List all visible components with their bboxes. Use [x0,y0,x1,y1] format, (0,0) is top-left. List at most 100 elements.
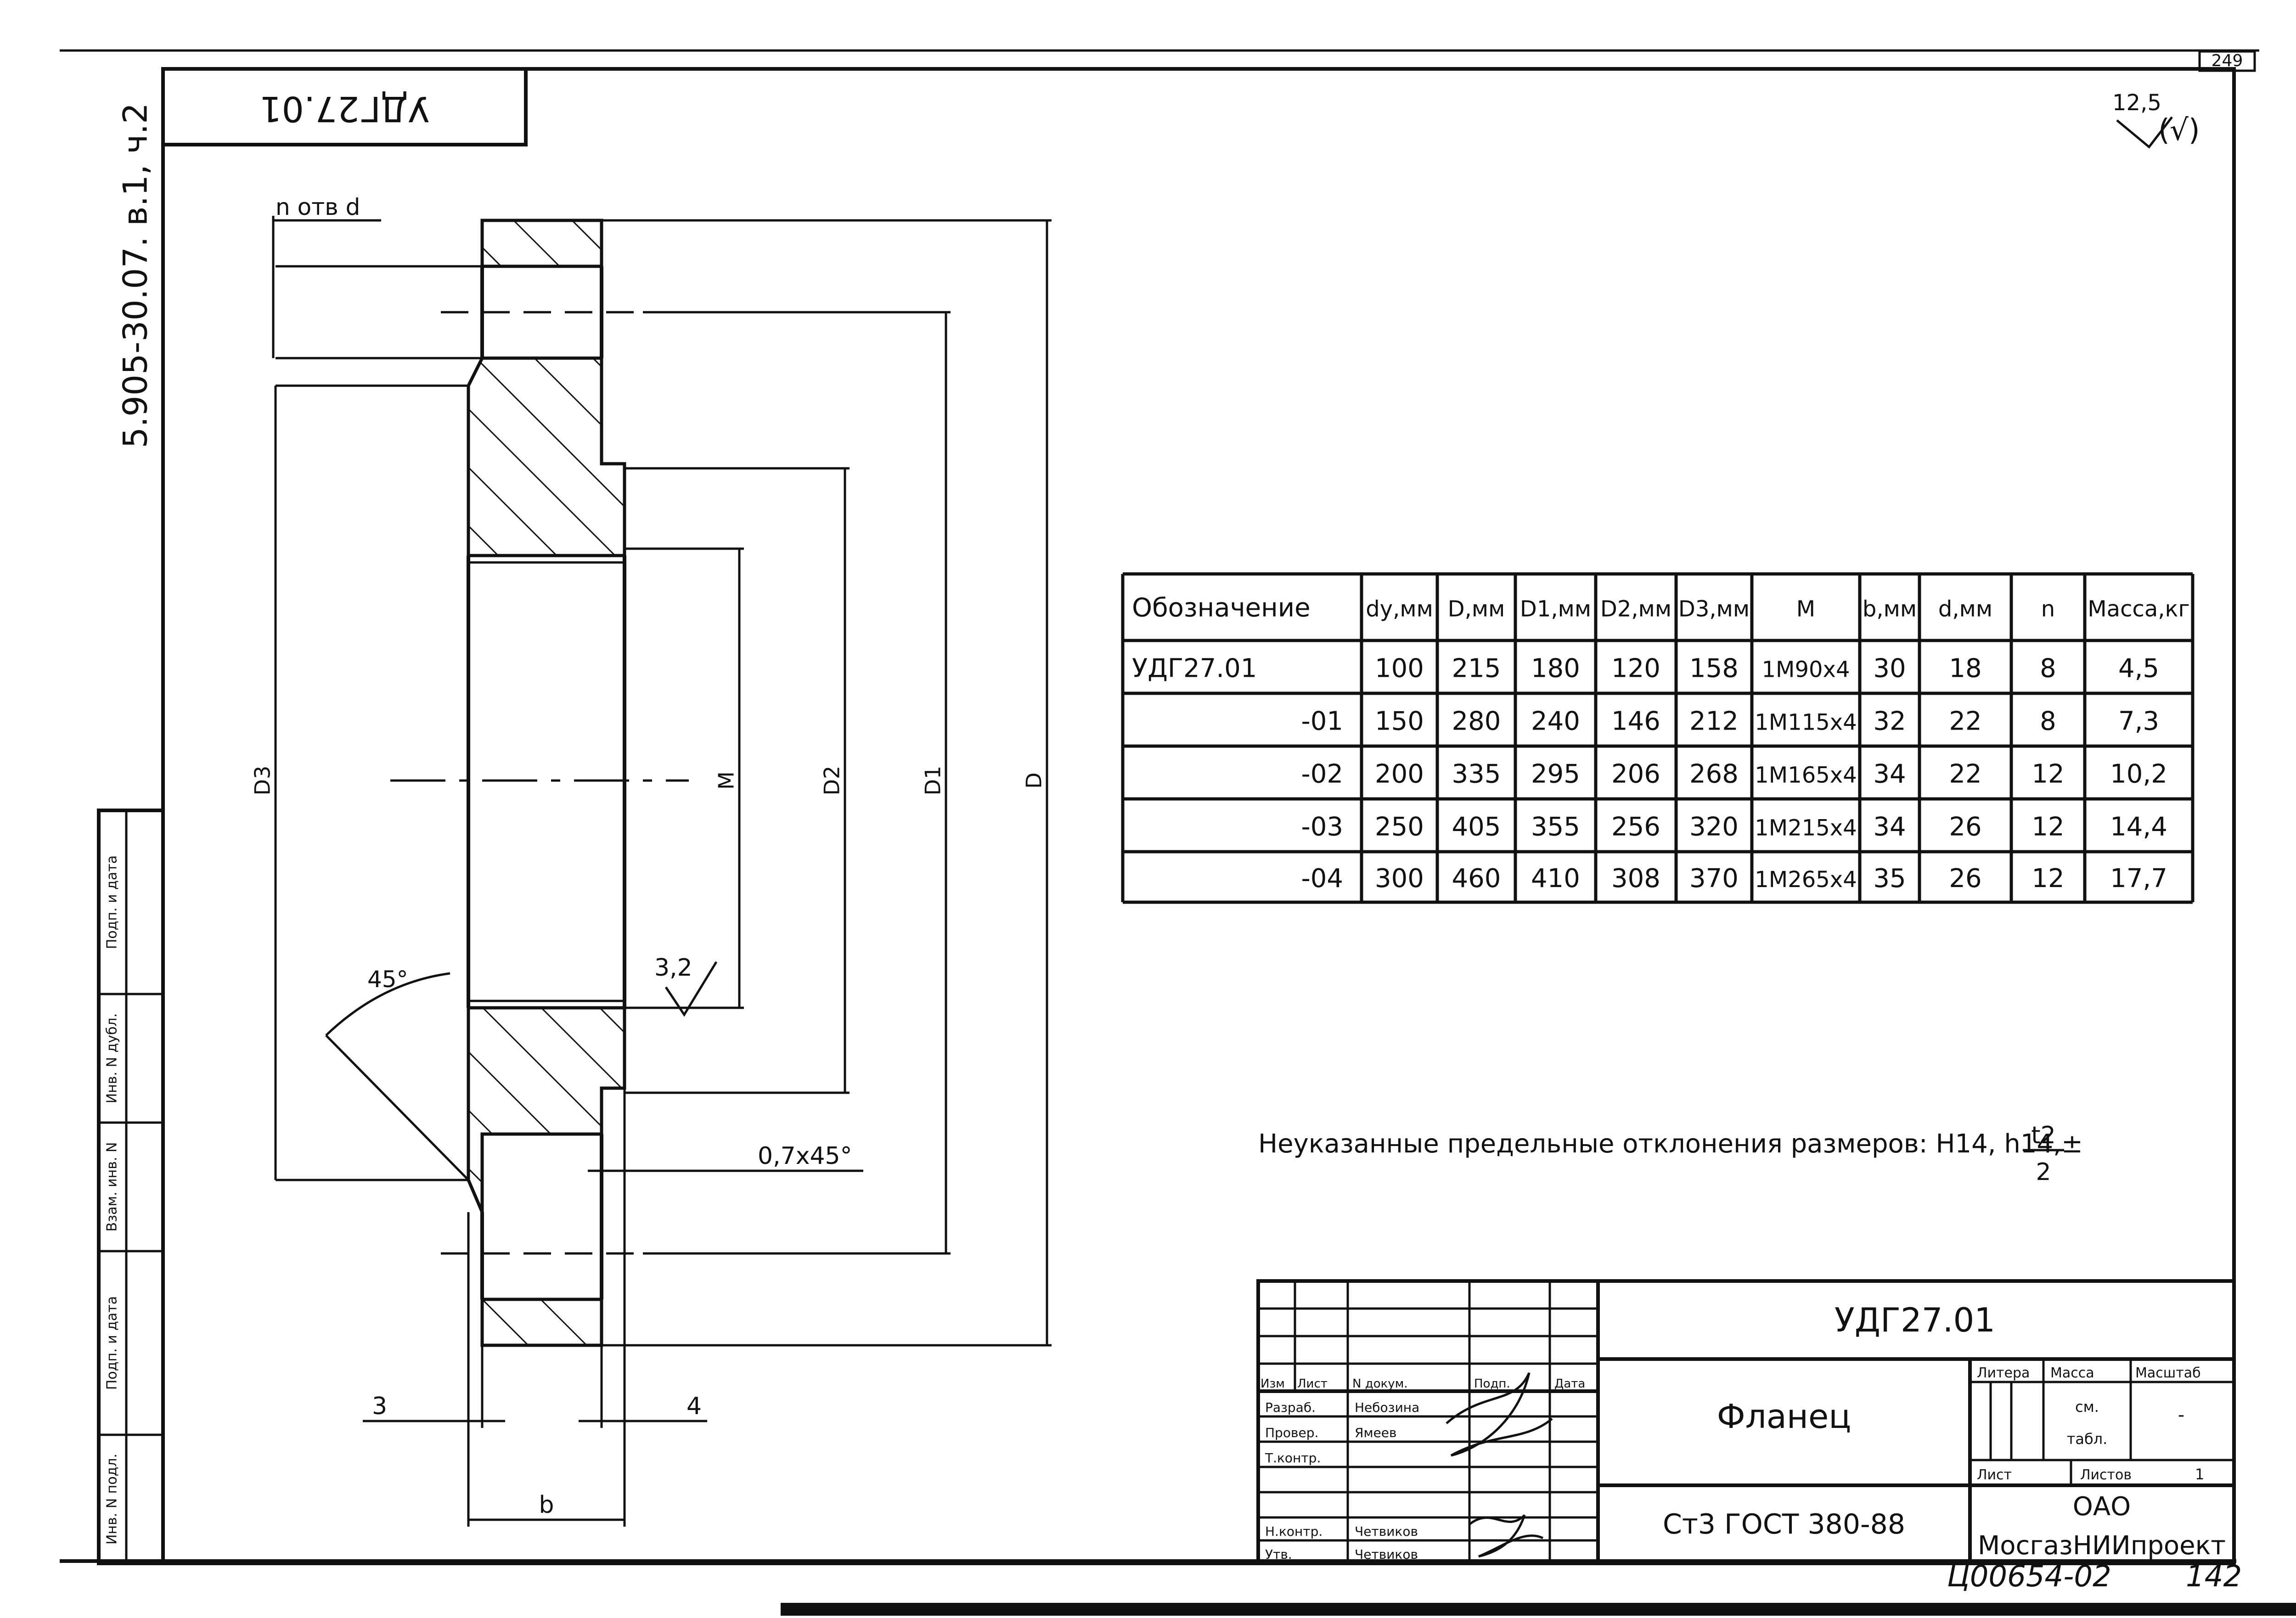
table-cell-r4-c5: 370 [1689,864,1739,893]
table-header-3: D1,мм [1520,596,1591,622]
designation-stamp [161,67,528,146]
table-cell-r2-c10: 10,2 [2110,759,2167,789]
archive-page: 142 [2186,1560,2242,1594]
table-cell-r3-c0: -03 [1301,812,1343,842]
side-label-sign-date-2: Подп. и дата [104,1296,120,1390]
tb-lit-label: Литера [1977,1365,2030,1381]
table-cell-r4-c10: 17,7 [2110,864,2167,893]
table-cell-r1-c1: 150 [1375,707,1424,736]
tb-designation: УДГ27.01 [1835,1301,1995,1339]
table-cell-r0-c4: 120 [1611,654,1660,684]
table-cell-r1-c10: 7,3 [2118,707,2159,736]
table-cell-r4-c0: -04 [1301,864,1343,893]
table-cell-r0-c10: 4,5 [2118,654,2159,684]
table-cell-r4-c7: 35 [1873,864,1906,893]
table-cell-r4-c8: 26 [1949,864,1981,893]
table-cell-r1-c3: 240 [1531,707,1580,736]
side-label-replace-inv: Взам. инв. N [104,1142,120,1232]
table-cell-r4-c1: 300 [1375,864,1424,893]
table-header-7: b,мм [1863,596,1917,622]
table-header-10: Масса,кг [2088,596,2190,622]
side-label-orig-inv: Инв. N подл. [104,1454,120,1545]
table-cell-r2-c2: 335 [1452,759,1501,789]
tolerance-frac-den: 2 [2036,1158,2051,1186]
tb-role-2: Т.контр. [1265,1450,1321,1466]
table-cell-r3-c10: 14,4 [2110,812,2167,842]
tolerance-frac-num: t2 [2031,1122,2055,1149]
table-cell-r2-c5: 268 [1689,759,1739,789]
table-header-0: Обозначение [1132,593,1311,623]
tb-col-date: Дата [1554,1377,1585,1391]
tb-name: Фланец [1717,1397,1851,1436]
table-cell-r3-c3: 355 [1531,812,1580,842]
table-cell-r3-c7: 34 [1873,812,1906,842]
table-cell-r1-c5: 212 [1689,707,1739,736]
tolerance-note: Неуказанные предельные отклонения размер… [1258,1129,2083,1159]
table-cell-r3-c8: 26 [1949,812,1981,842]
table-cell-r0-c5: 158 [1689,654,1739,684]
title-block [1256,1279,2236,1565]
tb-col-list: Лист [1297,1377,1328,1391]
tb-person-1: Ямеев [1355,1425,1397,1440]
dim-roughness: 3,2 [654,954,692,982]
table-cell-r1-c6: 1М115x4 [1755,710,1857,736]
tb-col-izm: Изм [1261,1377,1285,1391]
table-cell-r4-c6: 1М265x4 [1755,867,1857,893]
svg-text:(√): (√) [2158,113,2200,147]
tb-sheets-value: 1 [2195,1466,2204,1483]
tb-scale-value: - [2178,1405,2184,1426]
table-cell-r0-c8: 18 [1949,654,1981,684]
tb-col-sign: Подп. [1474,1377,1510,1391]
table-cell-r1-c8: 22 [1949,707,1981,736]
table-header-8: d,мм [1938,596,1992,622]
series-code: 5.905-30.07. в.1, ч.2 [116,103,155,448]
tb-person-0: Небозина [1355,1400,1419,1415]
tb-role-1: Провер. [1265,1425,1318,1440]
tb-scale-label: Масштаб [2135,1365,2201,1381]
tb-sheets-label: Листов [2080,1467,2132,1483]
dim-b: b [539,1491,554,1519]
dim-D3: D3 [250,766,275,796]
table-header-9: n [2041,596,2055,622]
table-cell-r4-c2: 460 [1452,864,1501,893]
side-stamp [97,809,165,1565]
table-header-4: D2,мм [1600,596,1671,622]
table-header-6: М [1796,596,1815,622]
table-cell-r3-c1: 250 [1375,812,1424,842]
tb-material: Ст3 ГОСТ 380-88 [1663,1508,1905,1540]
table-cell-r2-c7: 34 [1873,759,1906,789]
table-cell-r3-c9: 12 [2032,812,2064,842]
page-number: 249 [2212,51,2243,70]
tb-role-4: Утв. [1265,1547,1292,1562]
table-header-1: dy,мм [1366,596,1433,622]
table-cell-r0-c1: 100 [1375,654,1424,684]
tb-role-3: Н.контр. [1265,1524,1322,1539]
dim-chamfer: 0,7x45° [758,1142,852,1170]
tb-col-doc: N докум. [1352,1377,1408,1391]
table-cell-r3-c5: 320 [1689,812,1739,842]
table-cell-r4-c3: 410 [1531,864,1580,893]
table-cell-r0-c3: 180 [1531,654,1580,684]
table-cell-r1-c2: 280 [1452,707,1501,736]
table-cell-r3-c6: 1М215x4 [1755,815,1857,841]
dim-right-num: 4 [687,1393,702,1420]
dim-left-num: 3 [372,1393,387,1420]
table-cell-r1-c4: 146 [1611,707,1660,736]
table-cell-r2-c6: 1М165x4 [1755,763,1857,788]
table-cell-r0-c9: 8 [2040,654,2056,684]
table-cell-r1-c9: 8 [2040,707,2056,736]
dim-D: D [1022,772,1047,788]
tb-person-3: Четвиков [1355,1524,1418,1539]
table-cell-r4-c9: 12 [2032,864,2064,893]
table-cell-r2-c8: 22 [1949,759,1981,789]
archive-number: Ц00654-02 [1947,1560,2111,1594]
tb-role-0: Разраб. [1265,1400,1316,1415]
table-cell-r0-c6: 1М90x4 [1762,657,1850,683]
table-cell-r1-c7: 32 [1873,707,1906,736]
tb-mass-label: Масса [2050,1365,2094,1381]
tb-mass-value-2: табл. [2067,1430,2108,1448]
dim-M: M [714,771,739,790]
table-cell-r2-c1: 200 [1375,759,1424,789]
